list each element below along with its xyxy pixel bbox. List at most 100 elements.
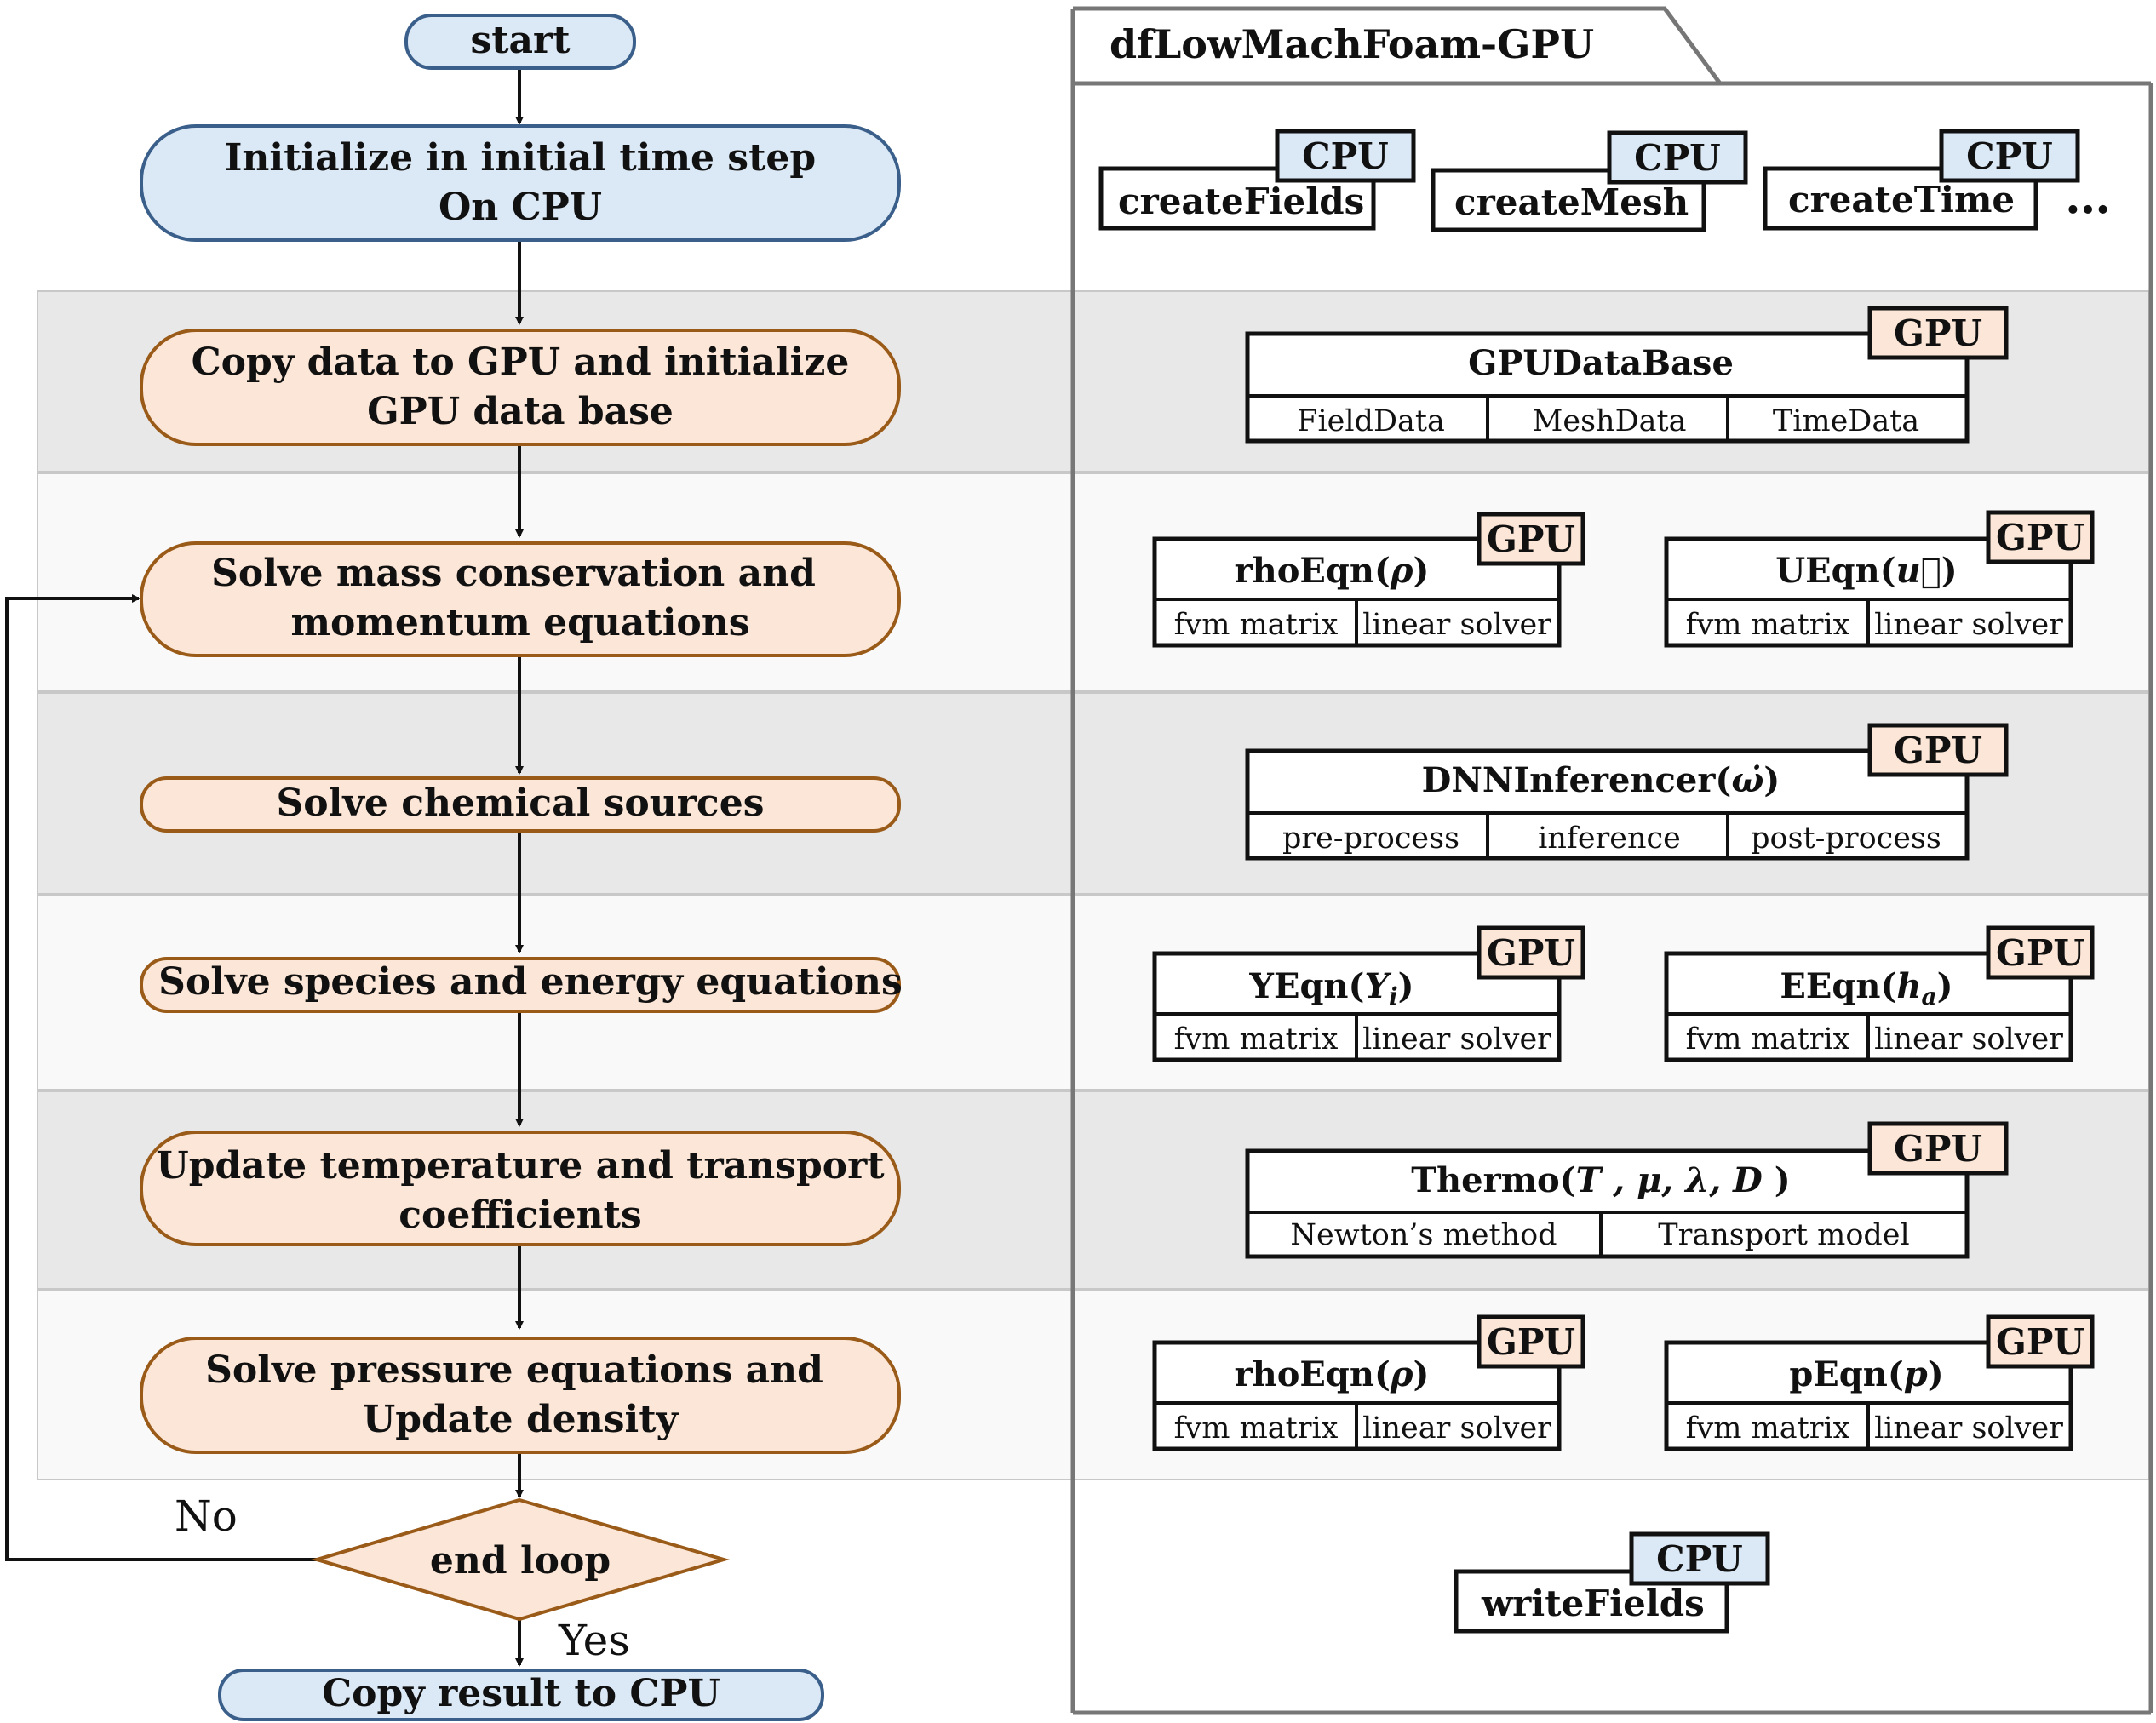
linear-solver-label: linear solver	[1362, 1411, 1551, 1445]
end-label: Copy result to CPU	[322, 1672, 720, 1715]
e-eqn-component: EEqn(ha) fvm matrix linear solver GPU	[1664, 925, 2095, 1062]
gpu-tag	[1867, 1121, 2009, 1176]
init-step	[140, 124, 901, 242]
species-step	[140, 957, 901, 1013]
u-eqn-title: UEqn(u⃗)	[1775, 551, 1957, 591]
mass-label-line2: momentum equations	[290, 601, 749, 644]
fvm-matrix-label: fvm matrix	[1686, 608, 1850, 642]
rho-eqn-title: rhoEqn(ρ)	[1235, 551, 1430, 591]
panel-title: dfLowMachFoam-GPU	[1110, 21, 1594, 67]
mass-label-line1: Solve mass conservation and	[211, 552, 816, 595]
cpu-tag	[1939, 129, 2080, 183]
thermo-title: Thermo(T , μ, λ, D )	[1411, 1160, 1790, 1200]
gpu-database-title: GPUDataBase	[1468, 343, 1734, 383]
start-label: start	[470, 19, 571, 62]
gpu-tag	[1477, 925, 1585, 980]
yes-label: Yes	[558, 1616, 630, 1665]
gpu-tag-label: GPU	[1487, 1321, 1575, 1363]
gpu-tag-label: GPU	[1894, 1128, 1982, 1170]
gpu-tag-label: GPU	[1487, 932, 1575, 974]
create-fields-label: createFields	[1118, 180, 1364, 222]
gpu-tag	[1477, 1314, 1585, 1369]
no-label: No	[175, 1491, 238, 1541]
species-label: Solve species and energy equations	[158, 960, 903, 1004]
cpu-tag-label: CPU	[1966, 135, 2053, 177]
gpu-tag-label: GPU	[1894, 730, 1982, 771]
mass-step	[140, 541, 901, 657]
linear-solver-label: linear solver	[1874, 1411, 2063, 1445]
gpu-tag	[1477, 512, 1585, 566]
rho-eqn-title: rhoEqn(ρ)	[1235, 1354, 1430, 1394]
decision-label: end loop	[430, 1539, 611, 1583]
pressure-step	[140, 1337, 901, 1454]
create-time-component: createTime CPU	[1763, 129, 2080, 231]
gpu-tag-label: GPU	[1996, 932, 2084, 974]
flowchart: start Initialize in initial time step On…	[5, 14, 903, 1721]
dnn-inferencer-title: DNNInferencer(ω̇)	[1422, 760, 1780, 800]
gpu-tag	[1986, 925, 2095, 980]
fvm-matrix-label: fvm matrix	[1174, 608, 1339, 642]
gpu-tag-label: GPU	[1996, 517, 2084, 558]
fvm-matrix-label: fvm matrix	[1174, 1411, 1339, 1445]
pressure-label-line1: Solve pressure equations and	[205, 1348, 823, 1392]
e-eqn-title: EEqn(ha)	[1780, 966, 1952, 1010]
gpu-tag	[1986, 510, 2095, 564]
gpu-tag	[1986, 1314, 2095, 1369]
chem-step	[140, 776, 901, 833]
p-eqn-component: pEqn(p) fvm matrix linear solver GPU	[1664, 1314, 2095, 1451]
gpu-tag-label: GPU	[1996, 1321, 2084, 1363]
cpu-tag	[1275, 129, 1416, 183]
update-step	[140, 1131, 901, 1246]
post-process-label: post-process	[1751, 821, 1941, 856]
y-eqn-component: YEqn(Yi) fvm matrix linear solver GPU	[1152, 925, 1585, 1062]
cpu-tag	[1629, 1531, 1770, 1586]
create-mesh-component: createMesh CPU	[1431, 130, 1748, 232]
cpu-tag-label: CPU	[1634, 137, 1721, 179]
rho-eqn-pressure-component: rhoEqn(ρ) fvm matrix linear solver GPU	[1152, 1314, 1585, 1451]
linear-solver-label: linear solver	[1362, 1022, 1551, 1056]
copy-step	[140, 329, 901, 446]
init-label-line2: On CPU	[439, 186, 602, 229]
fvm-matrix-label: fvm matrix	[1686, 1411, 1850, 1445]
fvm-matrix-label: fvm matrix	[1174, 1022, 1339, 1056]
p-eqn-title: pEqn(p)	[1789, 1354, 1943, 1394]
u-eqn-component: UEqn(u⃗) fvm matrix linear solver GPU	[1664, 510, 2095, 648]
start-terminal	[404, 14, 636, 70]
linear-solver-label: linear solver	[1874, 608, 2063, 642]
create-time-label: createTime	[1788, 179, 2015, 220]
linear-solver-label: linear solver	[1874, 1022, 2063, 1056]
inference-label: inference	[1538, 821, 1681, 856]
gpu-tag-label: GPU	[1487, 518, 1575, 560]
write-fields-label: writeFields	[1481, 1583, 1705, 1624]
update-label-line2: coefficients	[399, 1194, 642, 1237]
create-fields-component: createFields CPU	[1098, 129, 1416, 231]
end-terminal	[218, 1669, 824, 1721]
gpu-tag-label: GPU	[1894, 312, 1982, 354]
fvm-matrix-label: fvm matrix	[1686, 1022, 1850, 1056]
cpu-tag-label: CPU	[1656, 1538, 1743, 1580]
write-fields-component: writeFields CPU	[1454, 1531, 1770, 1634]
gpu-tag	[1867, 306, 2009, 360]
y-eqn-title: YEqn(Yi)	[1248, 966, 1413, 1010]
mesh-data-label: MeshData	[1533, 404, 1687, 438]
cpu-tag	[1607, 130, 1748, 185]
rho-eqn-component: rhoEqn(ρ) fvm matrix linear solver GPU	[1152, 512, 1585, 648]
gpu-database-component: GPUDataBase FieldData MeshData TimeData …	[1245, 306, 2009, 444]
pressure-label-line2: Update density	[363, 1398, 679, 1441]
copy-label-line1: Copy data to GPU and initialize	[192, 341, 850, 384]
newtons-method-label: Newton’s method	[1290, 1218, 1557, 1252]
cpu-tag-label: CPU	[1302, 135, 1389, 177]
pre-process-label: pre-process	[1282, 821, 1459, 856]
more-components-ellipsis: …	[2065, 169, 2111, 224]
linear-solver-label: linear solver	[1362, 608, 1551, 642]
field-data-label: FieldData	[1297, 404, 1445, 438]
update-label-line1: Update temperature and transport	[156, 1144, 885, 1188]
chem-label: Solve chemical sources	[277, 781, 765, 825]
arrow-loop-back	[5, 594, 317, 1561]
copy-label-line2: GPU data base	[367, 390, 674, 433]
dnn-inferencer-component: DNNInferencer(ω̇) pre-process inference …	[1245, 723, 2009, 861]
time-data-label: TimeData	[1773, 404, 1919, 438]
transport-model-label: Transport model	[1658, 1218, 1909, 1252]
end-loop-decision	[310, 1497, 731, 1622]
